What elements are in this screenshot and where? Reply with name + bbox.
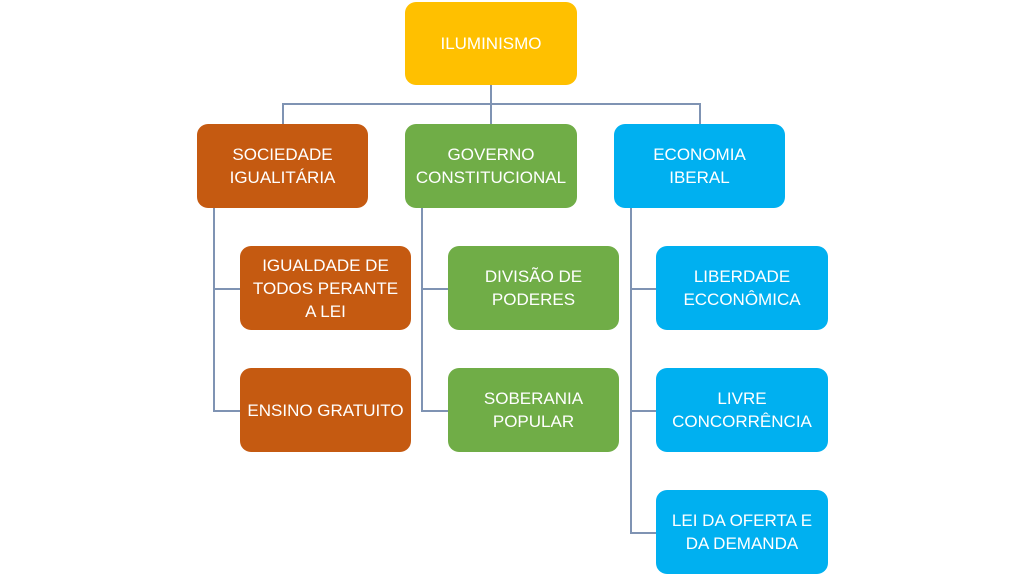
node-liberdade-economica: LIBERDADE ECCONÔMICA xyxy=(656,246,828,330)
node-igualdade-perante-lei: IGUALDADE DE TODOS PERANTE A LEI xyxy=(240,246,411,330)
connector xyxy=(213,208,215,411)
node-lei-oferta-demanda: LEI DA OFERTA E DA DEMANDA xyxy=(656,490,828,574)
connector xyxy=(630,532,656,534)
node-governo-constitucional: GOVERNO CONSTITUCIONAL xyxy=(405,124,577,208)
node-soberania-popular: SOBERANIA POPULAR xyxy=(448,368,619,452)
connector xyxy=(282,103,284,124)
connector xyxy=(630,208,632,533)
node-livre-concorrencia: LIVRE CONCORRÊNCIA xyxy=(656,368,828,452)
connector xyxy=(490,103,492,124)
root-node-iluminismo: ILUMINISMO xyxy=(405,2,577,85)
connector xyxy=(421,410,448,412)
connector xyxy=(213,410,240,412)
node-ensino-gratuito: ENSINO GRATUITO xyxy=(240,368,411,452)
connector xyxy=(630,410,656,412)
connector xyxy=(490,85,492,103)
connector xyxy=(421,288,448,290)
node-economia-liberal: ECONOMIA IBERAL xyxy=(614,124,785,208)
connector xyxy=(213,288,240,290)
connector xyxy=(421,208,423,411)
connector xyxy=(630,288,656,290)
connector xyxy=(699,103,701,124)
node-divisao-poderes: DIVISÃO DE PODERES xyxy=(448,246,619,330)
node-sociedade-igualitaria: SOCIEDADE IGUALITÁRIA xyxy=(197,124,368,208)
